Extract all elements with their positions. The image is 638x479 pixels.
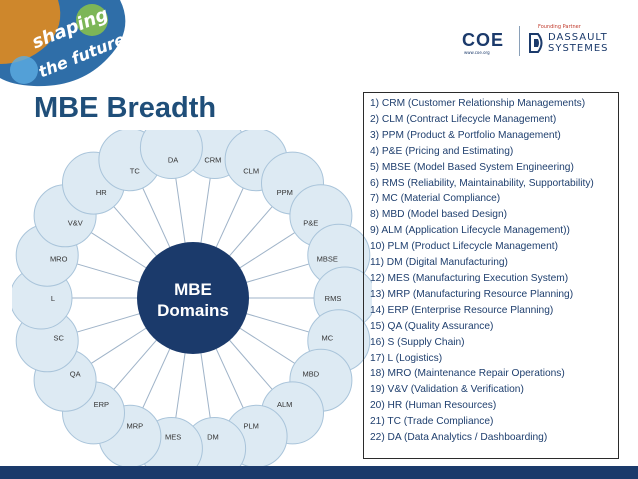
coe-logo: COE: [462, 30, 505, 50]
legend-item: 13) MRP (Manufacturing Resource Planning…: [370, 288, 574, 300]
bottom-bar: [0, 466, 638, 479]
domain-label: MRO: [50, 255, 68, 264]
domain-label: TC: [130, 167, 141, 176]
domain-label: CRM: [204, 155, 221, 164]
domain-label: MRP: [126, 421, 143, 430]
legend-item: 2) CLM (Contract Lifecycle Management): [370, 113, 557, 125]
dassault-logo-line1: DASSAULT: [548, 32, 608, 43]
domain-label: ERP: [94, 400, 109, 409]
domain-petal: [139, 130, 203, 179]
center-label-line2: Domains: [157, 301, 229, 320]
domain-label: L: [51, 294, 55, 303]
legend-item: 9) ALM (Application Lifecycle Management…: [370, 225, 570, 237]
legend-item: 5) MBSE (Model Based System Engineering): [370, 161, 574, 173]
legend-item: 3) PPM (Product & Portfolio Management): [370, 129, 561, 141]
domain-label: DM: [207, 433, 219, 442]
domain-label: SC: [53, 333, 64, 342]
partner-logos: COE www.coe.org Founding Partner DASSAUL…: [458, 20, 618, 60]
domain-label: HR: [96, 188, 107, 197]
domain-label: PPM: [277, 188, 293, 197]
legend-item: 17) L (Logistics): [370, 352, 443, 364]
legend-item: 7) MC (Material Compliance): [370, 193, 501, 205]
partner-label: Founding Partner: [538, 24, 581, 30]
legend-item: 19) V&V (Validation & Verification): [370, 384, 524, 396]
legend-item: 16) S (Supply Chain): [370, 336, 465, 348]
center-label-line1: MBE: [174, 280, 212, 299]
legend-item: 4) P&E (Pricing and Estimating): [370, 145, 514, 157]
legend-item: 14) ERP (Enterprise Resource Planning): [370, 304, 554, 316]
badge-graphic: [0, 0, 126, 87]
domain-label: DA: [168, 155, 178, 164]
domain-label: MC: [321, 333, 333, 342]
page-title: MBE Breadth: [34, 92, 217, 124]
legend-item: 15) QA (Quality Assurance): [370, 320, 494, 332]
domain-label: MBD: [302, 370, 319, 379]
shaping-the-future-badge: shaping the future: [0, 0, 140, 92]
legend-item: 11) DM (Digital Manufacturing): [370, 257, 508, 269]
domain-label: CLM: [243, 167, 259, 176]
coe-logo-subtext: www.coe.org: [464, 50, 490, 55]
domain-label: P&E: [303, 218, 318, 227]
legend-item: 22) DA (Data Analytics / Dashboarding): [370, 432, 548, 444]
legend-item: 10) PLM (Product Lifecycle Management): [370, 241, 558, 253]
domain-label: RMS: [325, 294, 342, 303]
domain-label: PLM: [243, 421, 258, 430]
dassault-logo-icon: [529, 33, 543, 53]
legend-item: 1) CRM (Customer Relationship Management…: [370, 98, 586, 109]
legend-item: 18) MRO (Maintenance Repair Operations): [370, 368, 565, 380]
logo-divider: [519, 26, 520, 56]
legend-item: 12) MES (Manufacturing Execution System): [370, 272, 569, 284]
legend-item: 20) HR (Human Resources): [370, 400, 497, 412]
legend-item: 21) TC (Trade Compliance): [370, 416, 494, 428]
legend-list: 1) CRM (Customer Relationship Management…: [370, 96, 594, 446]
domain-label: V&V: [68, 218, 83, 227]
domain-petals: CRM CLM PPM P&E MBSE RMS MC MBD ALM PLM DM MES MRP ER…: [12, 130, 372, 470]
domain-label: MES: [165, 433, 181, 442]
domain-label: QA: [70, 370, 81, 379]
domain-label: ALM: [277, 400, 292, 409]
dassault-logo-line2: SYSTEMES: [548, 43, 609, 54]
legend-item: 6) RMS (Reliability, Maintainability, Su…: [370, 177, 594, 189]
domain-legend: 1) CRM (Customer Relationship Management…: [363, 92, 619, 459]
domain-label: MBSE: [317, 255, 338, 264]
center-circle: [137, 242, 249, 354]
legend-item: 8) MBD (Model based Design): [370, 209, 508, 221]
mbe-domains-diagram: CRM CLM PPM P&E MBSE RMS MC MBD ALM PLM DM MES MRP ER…: [12, 130, 372, 470]
